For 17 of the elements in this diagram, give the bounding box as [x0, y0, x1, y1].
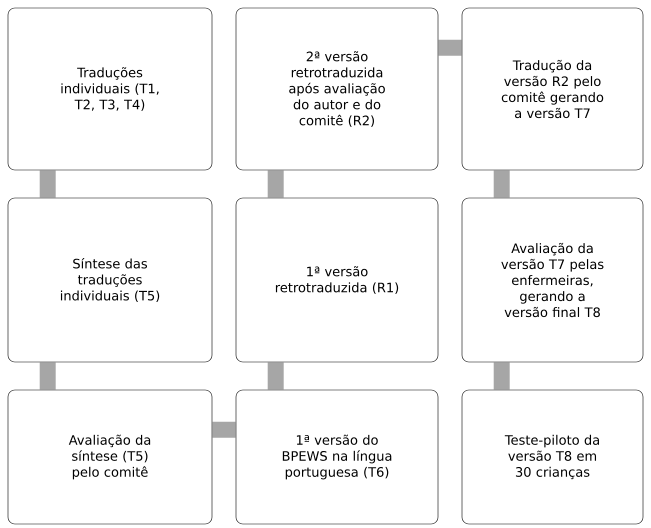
process-box: Síntese das traduções individuais (T5) — [8, 198, 212, 362]
process-box: 2ª versão retrotraduzida após avaliação do autor e do comitê (R2) — [236, 8, 438, 170]
process-box: Teste-piloto da versão T8 em 30 crianças — [462, 390, 644, 524]
connector-bar — [40, 170, 56, 198]
connector-bar — [494, 170, 510, 198]
connector-bar — [40, 362, 56, 390]
process-box: Traduções individuais (T1, T2, T3, T4) — [8, 8, 212, 170]
process-box: 1ª versão retrotraduzida (R1) — [236, 198, 438, 362]
connector-bar — [268, 170, 284, 198]
connector-bar — [438, 40, 462, 56]
process-box: 1ª versão do BPEWS na língua portuguesa (T6) — [236, 390, 438, 524]
connector-bar — [494, 362, 510, 390]
connector-bar — [212, 422, 236, 438]
process-box: Avaliação da síntese (T5) pelo comitê — [8, 390, 212, 524]
process-box: Avaliação da versão T7 pelas enfermeiras, gerando a versão final T8 — [462, 198, 644, 362]
process-box: Tradução da versão R2 pelo comitê gerando a versão T7 — [462, 8, 644, 170]
connector-bar — [268, 362, 284, 390]
